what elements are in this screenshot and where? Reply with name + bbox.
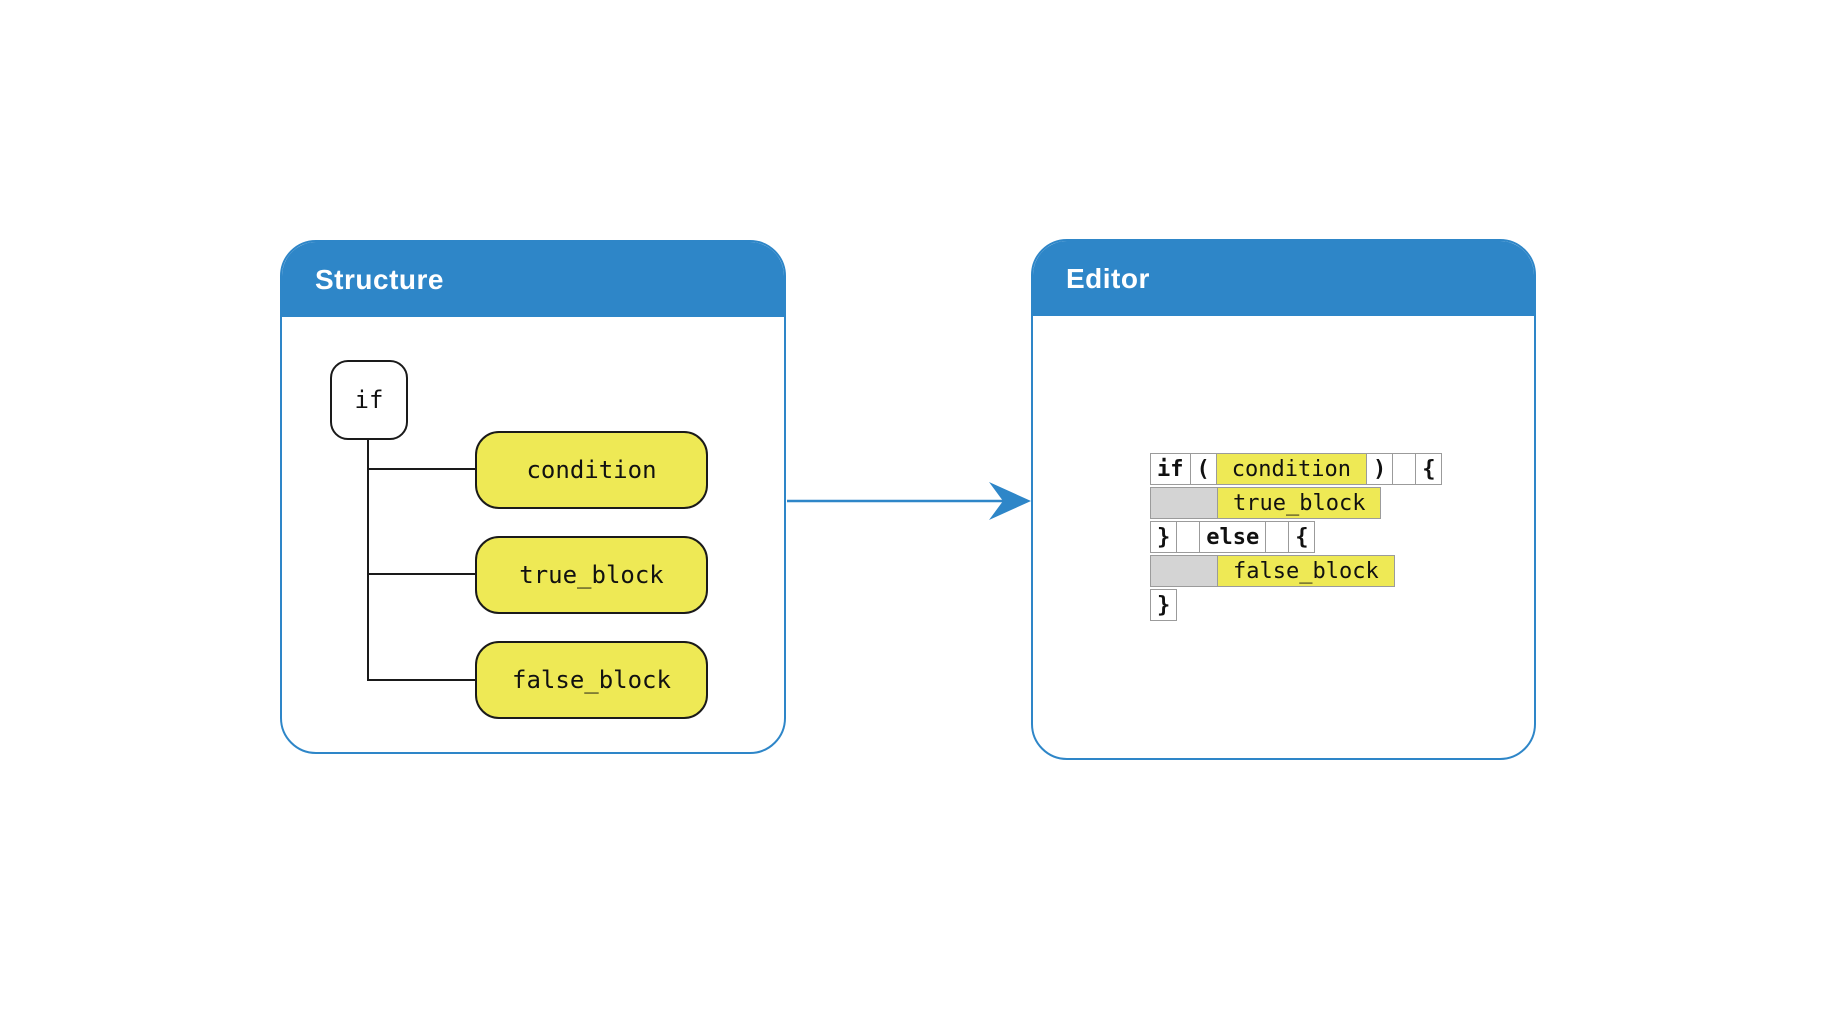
flow-arrow-head xyxy=(989,482,1031,520)
slot-true-block: true_block xyxy=(1217,487,1382,519)
tree-connector-true-block xyxy=(367,573,475,575)
token-if: if xyxy=(1150,453,1191,485)
token-whitespace xyxy=(1176,521,1201,553)
code-line-false-block: false_block xyxy=(1150,555,1442,587)
tree-connector-false-block xyxy=(367,679,475,681)
tree-node-true-block-label: true_block xyxy=(519,561,664,589)
structure-panel-header: Structure xyxy=(282,242,784,317)
editor-panel-title: Editor xyxy=(1066,262,1150,294)
tree-node-if: if xyxy=(330,360,408,440)
tree-node-if-label: if xyxy=(354,386,384,414)
token-close-paren: ) xyxy=(1365,453,1394,485)
editor-panel-header: Editor xyxy=(1033,241,1534,316)
token-else: else xyxy=(1199,521,1267,553)
code-line-else: } else { xyxy=(1150,521,1442,553)
token-open-brace: { xyxy=(1415,453,1443,485)
token-close-brace: } xyxy=(1150,521,1178,553)
token-open-brace: { xyxy=(1288,521,1316,553)
tree-node-false-block-label: false_block xyxy=(512,666,671,694)
code-line-true-block: true_block xyxy=(1150,487,1442,519)
code-line-close: } xyxy=(1150,589,1442,621)
token-indent xyxy=(1150,555,1218,587)
tree-node-false-block: false_block xyxy=(475,641,708,719)
token-indent xyxy=(1150,487,1218,519)
tree-node-condition: condition xyxy=(475,431,708,509)
tree-connector-vertical xyxy=(367,440,369,681)
flow-arrow xyxy=(787,482,1031,520)
token-open-paren: ( xyxy=(1189,453,1217,485)
tree-node-condition-label: condition xyxy=(526,456,657,484)
token-whitespace xyxy=(1265,521,1290,553)
token-close-brace: } xyxy=(1150,589,1178,621)
editor-code-block: if ( condition ) { true_block } else { f… xyxy=(1150,453,1443,623)
tree-node-true-block: true_block xyxy=(475,536,708,614)
token-whitespace xyxy=(1392,453,1417,485)
tree-connector-condition xyxy=(367,468,475,470)
slot-false-block: false_block xyxy=(1217,555,1395,587)
slot-condition: condition xyxy=(1215,453,1367,485)
code-line-if-open: if ( condition ) { xyxy=(1150,453,1443,485)
structure-panel-title: Structure xyxy=(315,263,444,295)
